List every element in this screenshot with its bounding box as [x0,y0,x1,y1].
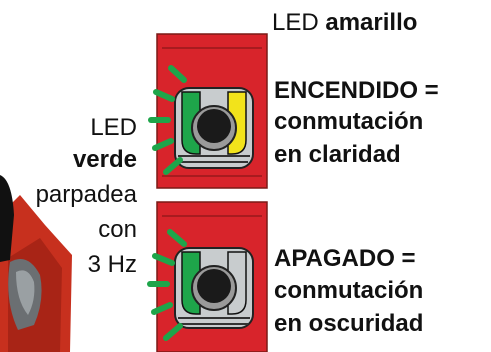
state-off-line3: en oscuridad [274,310,424,337]
state-on-line1: ENCENDIDO = [274,77,439,104]
green-led-line3: parpadea [35,181,137,208]
yellow-led-caption-prefix: LED [272,9,319,36]
top-knob [197,109,231,143]
state-on-line3: en claridad [274,141,401,168]
yellow-led-caption: LED amarillo [272,8,417,37]
green-led-line5: 3 Hz [87,251,137,278]
state-off-line2: conmutación [274,277,424,304]
bottom-knob [197,269,231,303]
state-off-line1: APAGADO = [274,245,416,272]
bottom-led-rays [147,229,187,341]
yellow-led-caption-bold: amarillo [325,9,418,36]
sensor-device-photo [0,175,72,352]
state-on-line2: conmutación [274,108,424,135]
green-led-line4: con [98,216,137,243]
green-led-line1: LED [90,114,137,141]
top-led-rays [148,65,187,175]
green-led-line2: verde [72,146,137,173]
